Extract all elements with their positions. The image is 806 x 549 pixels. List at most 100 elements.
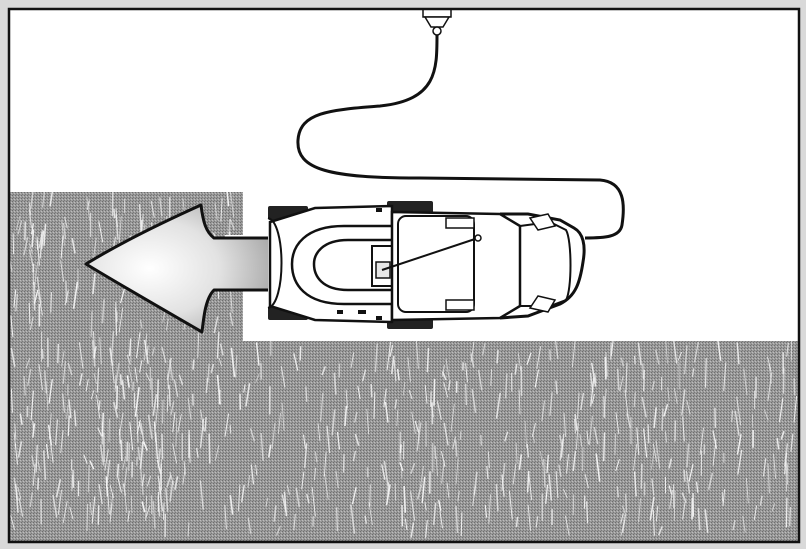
grass-blade [549, 349, 552, 361]
grass-blade [110, 358, 115, 384]
grass-blade [424, 384, 428, 404]
grass-blade [29, 243, 33, 254]
grass-blade [31, 455, 35, 467]
grass-blade [31, 229, 35, 247]
grass-blade [373, 392, 376, 419]
grass-blade [688, 464, 694, 482]
grass-blade [649, 496, 655, 521]
grass-blade [515, 516, 519, 527]
grass-blade [591, 393, 595, 404]
grass-blade [140, 422, 145, 445]
grass-blade [166, 394, 169, 412]
grass-blade [704, 509, 709, 533]
grass-blade [38, 363, 44, 391]
grass-blade [584, 474, 589, 489]
grass-blade [119, 374, 123, 385]
grass-blade [97, 427, 103, 437]
grass-blade [722, 489, 726, 506]
grass-blade [138, 204, 142, 231]
grass-blade [115, 308, 118, 336]
grass-blade [168, 384, 171, 407]
grass-blade [107, 487, 110, 515]
grass-blade [536, 346, 542, 369]
grass-blade [157, 496, 161, 517]
grass-blade [482, 343, 486, 356]
grass-blade [14, 423, 17, 440]
grass-blade [29, 492, 33, 508]
grass-blade [335, 470, 339, 489]
grass-blade [425, 520, 428, 538]
grass-blade [436, 401, 442, 420]
grass-blade [165, 488, 169, 512]
grass-blade [230, 347, 236, 377]
grass-blade [45, 381, 49, 411]
grass-blade [602, 432, 606, 462]
grass-blade [220, 198, 223, 222]
grass-blade [572, 450, 577, 472]
grass-blade [780, 430, 785, 440]
grass-blade [446, 482, 450, 498]
grass-blade [326, 425, 331, 454]
grass-blade [265, 497, 269, 507]
grass-blade [432, 502, 437, 525]
grass-blade [87, 464, 90, 493]
grass-blade [86, 196, 90, 221]
grass-blade [319, 392, 324, 422]
grass-blade [518, 389, 521, 415]
grass-blade [136, 414, 139, 443]
grass-blade [12, 233, 15, 255]
grass-blade [767, 372, 773, 401]
grass-blade [15, 293, 19, 312]
grass-blade [204, 416, 207, 432]
grass-blade [677, 351, 683, 361]
grass-blade [394, 399, 398, 409]
grass-blade [642, 363, 644, 380]
grass-blade [19, 413, 23, 425]
grass-blade [98, 221, 104, 243]
grass-blade [411, 411, 416, 434]
grass-blade [641, 396, 648, 418]
grass-blade [454, 440, 458, 457]
grass-blade [643, 369, 645, 392]
grass-blade [408, 389, 413, 400]
grass-blade [169, 480, 174, 502]
grass-blade [526, 471, 530, 493]
grass-blade [667, 387, 670, 402]
grass-blade [515, 442, 518, 464]
grass-blade [141, 501, 146, 513]
grass-blade [350, 504, 356, 534]
grass-blade [161, 433, 164, 460]
grass-blade [91, 496, 96, 524]
grass-blade [657, 526, 663, 536]
grass-blade [345, 389, 348, 409]
grass-blade [534, 369, 540, 388]
grass-blade [396, 410, 399, 427]
grass-blade [36, 236, 41, 266]
grass-blade [226, 191, 230, 207]
control-cable [381, 237, 479, 271]
grass-blade [126, 354, 132, 365]
extension-cord [296, 34, 625, 240]
grass-blade [109, 484, 114, 498]
grass-blade [218, 357, 222, 367]
grass-blade [229, 425, 232, 434]
grass-blade [440, 460, 445, 484]
grass-blade [23, 376, 26, 396]
grass-blade [783, 443, 789, 467]
grass-blade [114, 374, 117, 392]
grass-blade [357, 385, 361, 400]
grass-blade [154, 432, 159, 460]
grass-blade [594, 372, 597, 384]
grass-blade [771, 503, 776, 512]
grass-blade [563, 488, 568, 499]
grass-blade [237, 484, 241, 512]
grass-blade [28, 203, 32, 216]
grass-blade [352, 450, 357, 462]
grass-blade [32, 263, 35, 273]
grass-blade [539, 451, 544, 466]
grass-blade [616, 368, 620, 391]
grass-blade [636, 427, 640, 455]
grass-blade [455, 458, 459, 485]
grass-blade [737, 449, 743, 475]
grass-blade [273, 505, 277, 522]
